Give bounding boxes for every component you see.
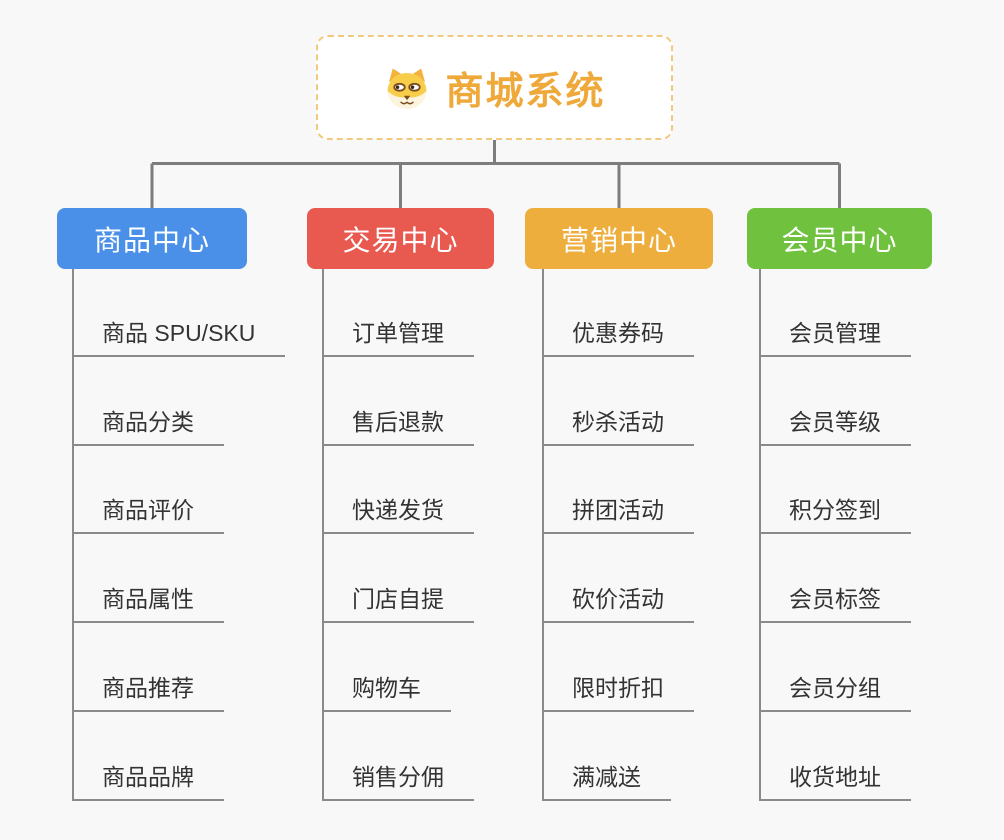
leaf-node[interactable]: 购物车	[322, 668, 451, 712]
leaf-node[interactable]: 订单管理	[322, 313, 474, 357]
leaf-node[interactable]: 会员分组	[759, 668, 911, 712]
leaf-node[interactable]: 限时折扣	[542, 668, 694, 712]
leaf-node[interactable]: 商品分类	[72, 402, 224, 446]
leaf-node[interactable]: 会员标签	[759, 579, 911, 623]
leaf-node[interactable]: 商品 SPU/SKU	[72, 313, 286, 357]
leaf-node[interactable]: 会员管理	[759, 313, 911, 357]
leaf-node[interactable]: 砍价活动	[542, 579, 694, 623]
leaf-node[interactable]: 拼团活动	[542, 490, 694, 534]
leaf-node[interactable]: 商品推荐	[72, 668, 224, 712]
leaf-node[interactable]: 会员等级	[759, 402, 911, 446]
branch-trunk-line	[759, 269, 761, 801]
dog-face-icon	[383, 65, 431, 111]
leaf-node[interactable]: 售后退款	[322, 402, 474, 446]
root-title: 商城系统	[445, 71, 606, 113]
leaf-node[interactable]: 积分签到	[759, 490, 911, 534]
leaf-node[interactable]: 优惠券码	[542, 313, 694, 357]
branch-node-member-center[interactable]: 会员中心	[747, 208, 932, 269]
leaf-node[interactable]: 门店自提	[322, 579, 474, 623]
branch-trunk-line	[72, 269, 74, 801]
leaf-node[interactable]: 满减送	[542, 757, 671, 801]
branch-node-product-center[interactable]: 商品中心	[57, 208, 247, 269]
leaf-node[interactable]: 秒杀活动	[542, 402, 694, 446]
leaf-node[interactable]: 快递发货	[322, 490, 474, 534]
leaf-node[interactable]: 销售分佣	[322, 757, 474, 801]
leaf-node[interactable]: 商品评价	[72, 490, 224, 534]
branch-trunk-line	[322, 269, 324, 801]
branch-trunk-line	[542, 269, 544, 801]
branch-node-trade-center[interactable]: 交易中心	[307, 208, 494, 269]
leaf-node[interactable]: 商品属性	[72, 579, 224, 623]
leaf-node[interactable]: 商品品牌	[72, 757, 224, 801]
branch-node-marketing-center[interactable]: 营销中心	[525, 208, 713, 269]
root-node[interactable]: 商城系统	[316, 35, 673, 140]
leaf-node[interactable]: 收货地址	[759, 757, 911, 801]
